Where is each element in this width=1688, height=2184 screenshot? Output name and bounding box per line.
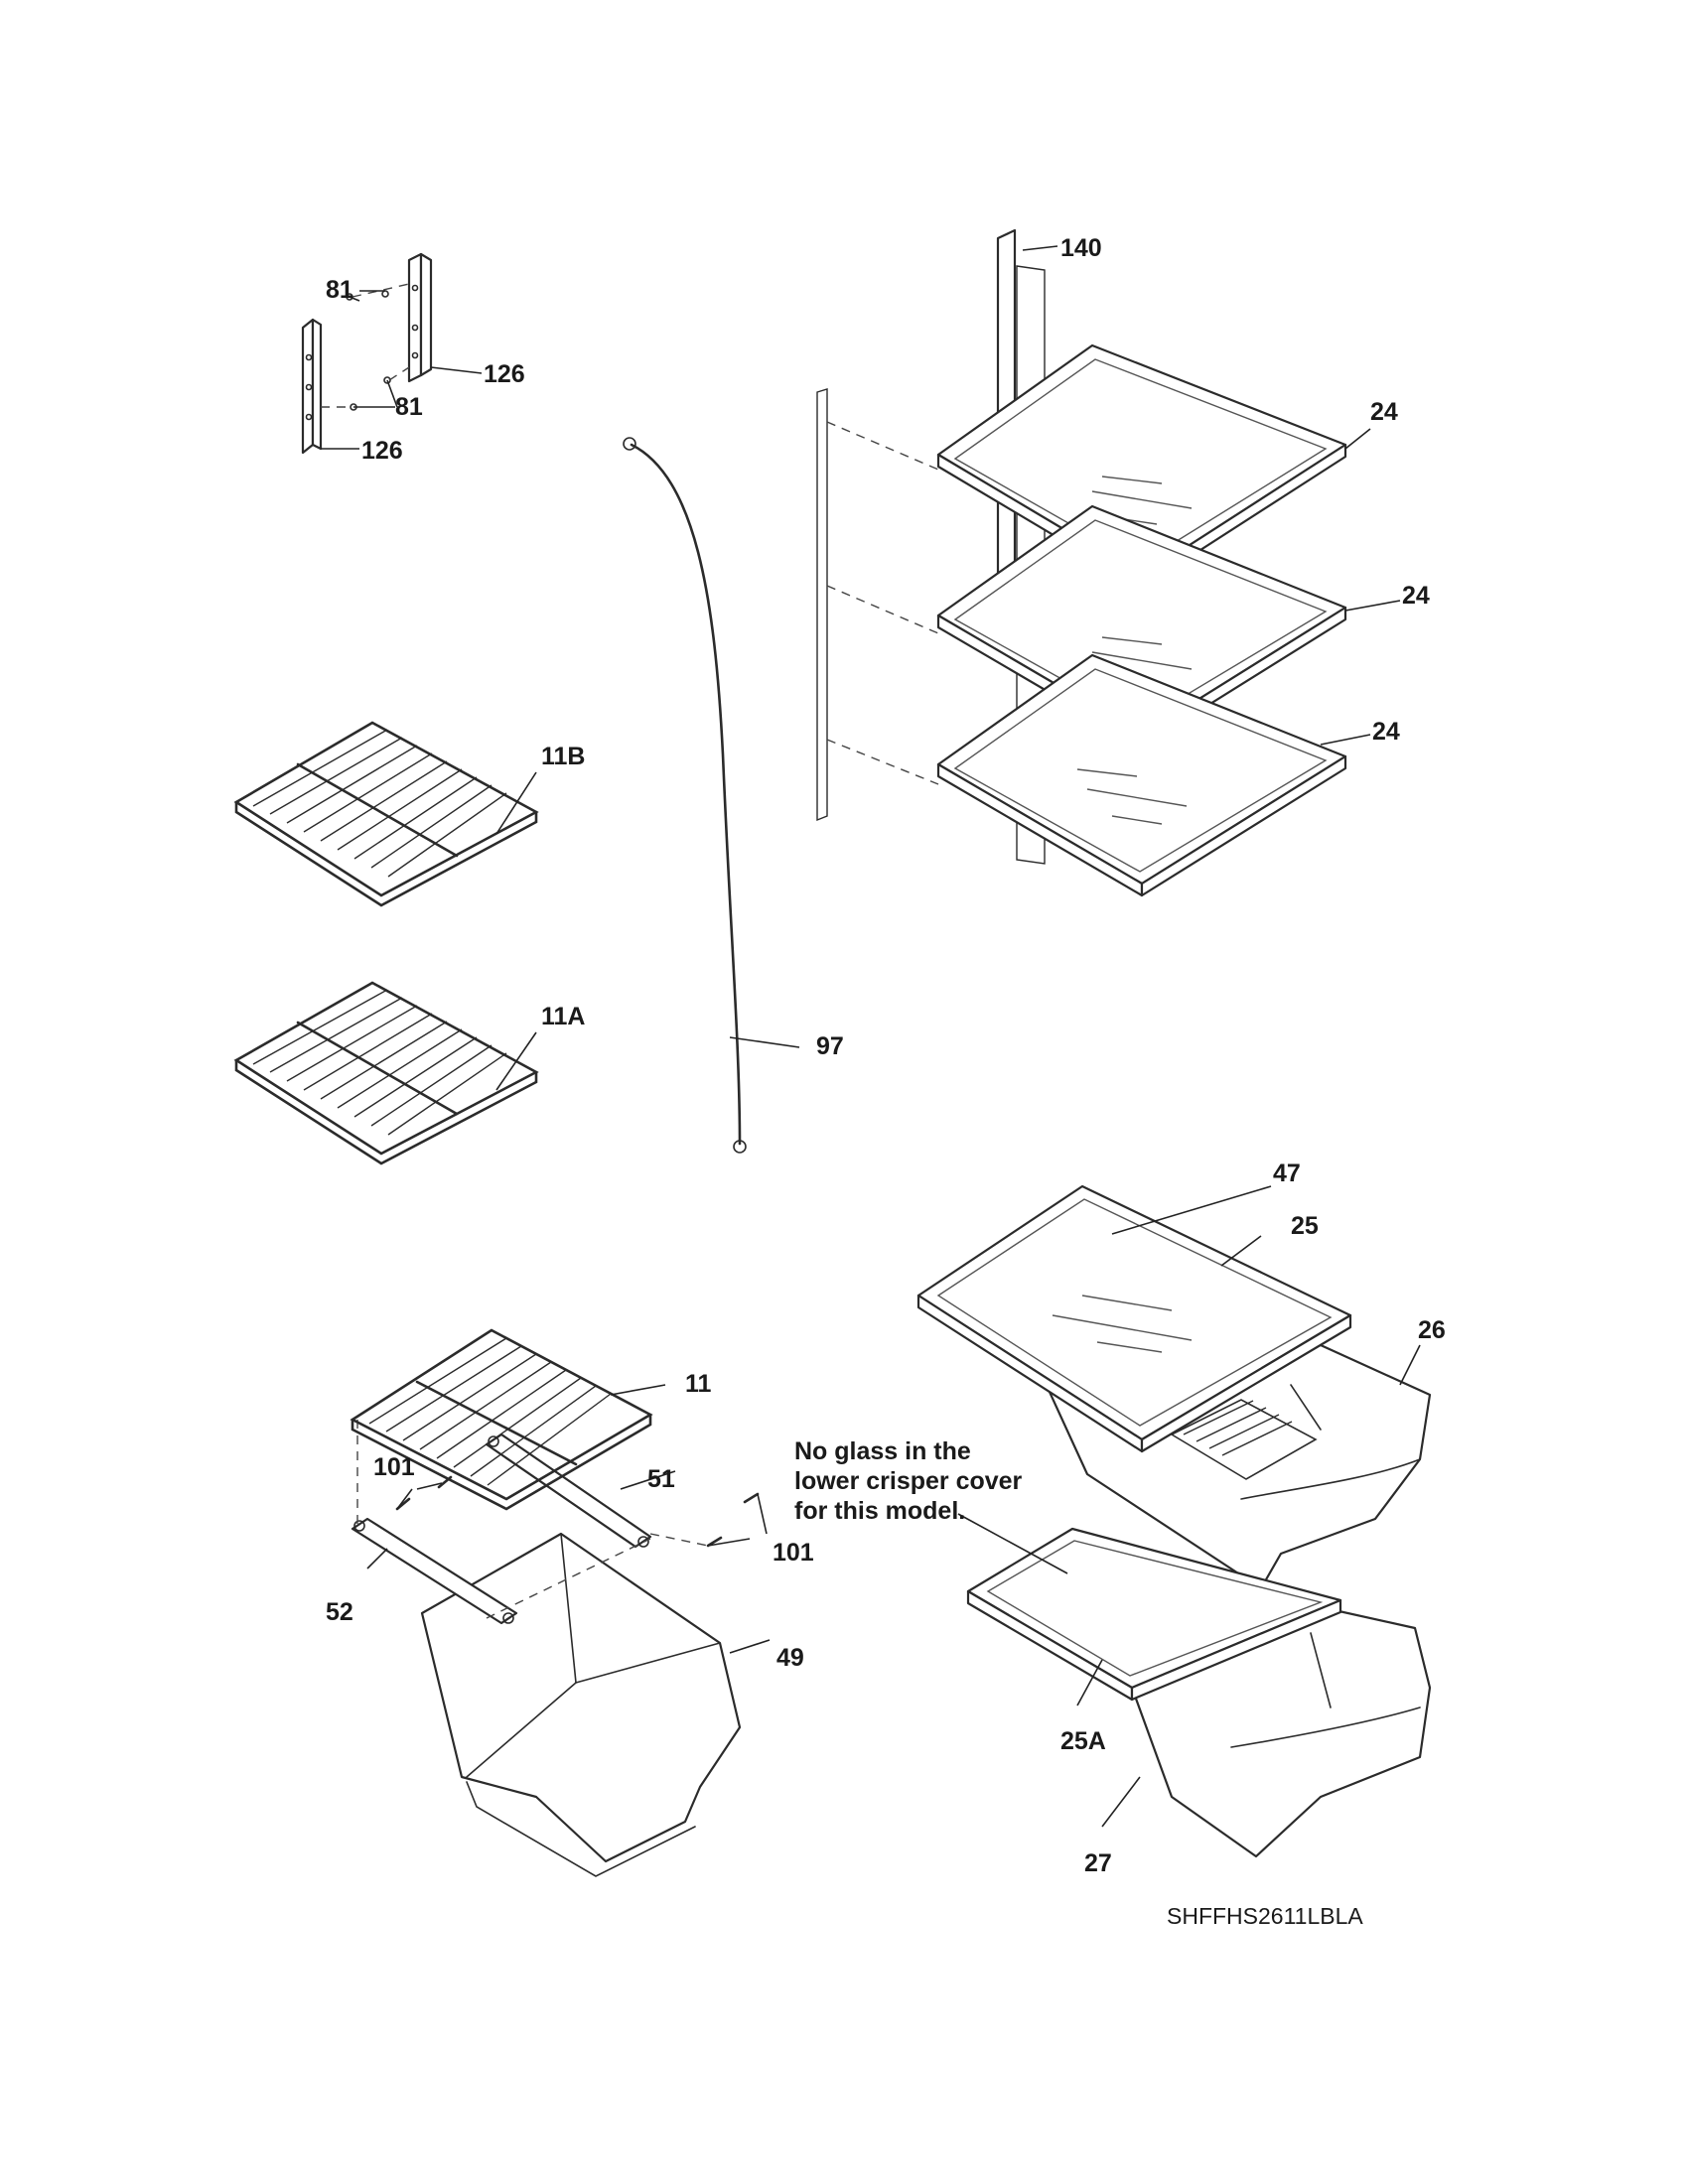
label-126-bottom: 126 [361, 437, 403, 465]
label-126-top: 126 [484, 360, 525, 388]
wire-shelf-11a [233, 981, 539, 1165]
dashed-guides-shelves [826, 421, 939, 785]
shelf-ladder-rail [816, 388, 828, 822]
label-24-a: 24 [1370, 398, 1398, 426]
leader-lines [321, 245, 1421, 1828]
label-49: 49 [776, 1644, 804, 1672]
label-11a: 11A [541, 1003, 585, 1030]
dashed-guides-drawer [356, 1420, 709, 1619]
label-11b: 11B [541, 743, 585, 770]
model-code: SHFFHS2611LBLA [1167, 1903, 1363, 1929]
label-25: 25 [1291, 1212, 1319, 1240]
crisper-cover-25 [916, 1184, 1352, 1453]
note-line-3: for this model. [794, 1497, 965, 1525]
tube-97 [623, 437, 747, 1154]
label-11: 11 [685, 1370, 712, 1398]
label-81-top: 81 [326, 276, 353, 304]
label-24-c: 24 [1372, 718, 1400, 746]
label-81-bottom: 81 [395, 393, 423, 421]
shelf-bracket-126-right [407, 252, 433, 383]
label-51: 51 [647, 1465, 675, 1493]
label-52: 52 [326, 1598, 353, 1626]
glass-shelf-24-bottom [936, 653, 1347, 897]
label-26: 26 [1418, 1316, 1446, 1344]
crisper-cover-grille [1170, 1399, 1318, 1480]
drawer-slide-51 [485, 1433, 652, 1549]
wire-shelf-11 [350, 1328, 653, 1511]
crisper-cover-25a [966, 1527, 1342, 1702]
label-27: 27 [1084, 1849, 1112, 1877]
drawer-slide-52 [351, 1517, 518, 1625]
shelf-bracket-126-left [301, 318, 323, 455]
wire-shelf-11b [233, 721, 539, 907]
note-line-2: lower crisper cover [794, 1467, 1023, 1495]
label-47: 47 [1273, 1160, 1301, 1187]
label-24-b: 24 [1402, 582, 1430, 610]
label-101-right: 101 [773, 1539, 814, 1567]
label-101-left: 101 [373, 1453, 415, 1481]
note-text: No glass in the lower crisper cover for … [794, 1437, 1023, 1525]
label-25a: 25A [1060, 1727, 1106, 1755]
label-140: 140 [1060, 234, 1102, 262]
note-line-1: No glass in the [794, 1437, 971, 1465]
label-97: 97 [816, 1032, 844, 1060]
